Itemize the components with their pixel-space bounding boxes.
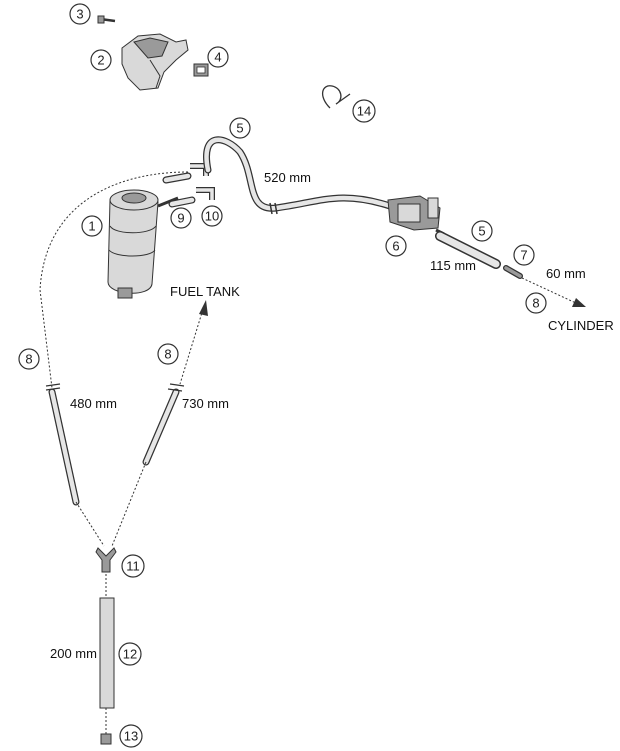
svg-text:8: 8 (25, 352, 32, 367)
svg-text:3: 3 (76, 7, 83, 22)
bracket-part-2 (121, 33, 189, 91)
svg-text:1: 1 (88, 219, 95, 234)
svg-text:12: 12 (123, 647, 137, 662)
callout-5-short: 5 (471, 220, 493, 242)
label-60mm: 60 mm (546, 266, 586, 281)
callout-6: 6 (385, 235, 407, 257)
callout-9: 9 (170, 207, 192, 229)
callout-7: 7 (513, 244, 535, 266)
svg-text:7: 7 (520, 248, 527, 263)
hose-730mm-part-8 (111, 300, 208, 547)
callout-8-cylinder: 8 (525, 292, 547, 314)
label-115mm: 115 mm (430, 258, 476, 273)
connector-part-7 (503, 265, 523, 279)
callout-13: 13 (119, 724, 143, 748)
svg-text:2: 2 (97, 53, 104, 68)
hose-115mm-part-5 (435, 231, 501, 269)
clip-part-4 (193, 63, 209, 77)
hose-520mm-part-5 (203, 136, 394, 215)
callout-11: 11 (121, 554, 145, 578)
label-cylinder: CYLINDER (548, 318, 614, 333)
callout-3: 3 (69, 3, 91, 25)
line-to-cylinder (521, 277, 586, 307)
label-fuel-tank: FUEL TANK (170, 284, 240, 299)
y-connector-part-11 (95, 547, 117, 573)
callout-1: 1 (81, 215, 103, 237)
svg-text:8: 8 (164, 347, 171, 362)
purge-valve-part-6 (387, 195, 445, 236)
callout-12: 12 (118, 642, 142, 666)
hose-200mm-part-12 (99, 574, 115, 734)
callout-4: 4 (207, 46, 229, 68)
svg-text:9: 9 (177, 211, 184, 226)
svg-text:5: 5 (236, 121, 243, 136)
svg-text:10: 10 (205, 209, 219, 224)
svg-text:11: 11 (126, 559, 140, 574)
hose-480mm-part-8 (45, 383, 105, 547)
label-480mm: 480 mm (70, 396, 117, 411)
callout-2: 2 (90, 49, 112, 71)
cable-tie-part-14 (322, 85, 351, 109)
svg-text:5: 5 (478, 224, 485, 239)
callout-14: 14 (352, 99, 376, 123)
svg-text:14: 14 (357, 104, 371, 119)
callout-8-left: 8 (18, 348, 40, 370)
vacuum-line-left (39, 171, 189, 389)
svg-text:13: 13 (124, 729, 138, 744)
label-200mm: 200 mm (50, 646, 97, 661)
svg-text:4: 4 (214, 50, 221, 65)
charcoal-canister-part-1 (107, 189, 179, 299)
label-730mm: 730 mm (182, 396, 229, 411)
label-520mm: 520 mm (264, 170, 311, 185)
hose-part-9 (162, 172, 196, 208)
callout-8-right: 8 (157, 343, 179, 365)
screw-part-3 (97, 15, 116, 24)
svg-text:8: 8 (532, 296, 539, 311)
callout-10: 10 (201, 205, 223, 227)
cap-part-13 (100, 733, 112, 745)
callout-5-main: 5 (229, 117, 251, 139)
svg-text:6: 6 (392, 239, 399, 254)
